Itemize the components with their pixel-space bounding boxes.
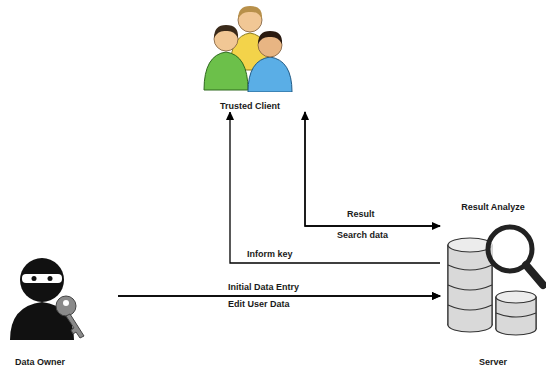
arrow-connector	[230, 112, 440, 263]
actor-node: Trusted Client	[190, 2, 310, 112]
arrow-connector	[305, 112, 440, 226]
node-label: Trusted Client	[218, 101, 282, 112]
edge-label: Initial Data Entry	[226, 282, 301, 293]
edge-label: Result	[345, 209, 377, 220]
node-label: Result Analyze	[459, 202, 527, 213]
edge-label: Edit User Data	[226, 299, 292, 310]
node-label: Data Owner	[13, 357, 67, 368]
actor-node: Result AnalyzeServer	[440, 202, 546, 368]
actor-node: Data Owner	[2, 250, 78, 368]
arrow-connector	[305, 112, 440, 226]
arrow-connector	[118, 295, 440, 296]
owner-icon	[4, 252, 90, 342]
node-label: Server	[477, 357, 509, 368]
edge-label: Search data	[335, 230, 390, 241]
edge-label: Inform key	[245, 249, 295, 260]
arrow-connector	[118, 295, 440, 296]
server-icon	[444, 215, 546, 340]
people-icon	[198, 0, 298, 92]
